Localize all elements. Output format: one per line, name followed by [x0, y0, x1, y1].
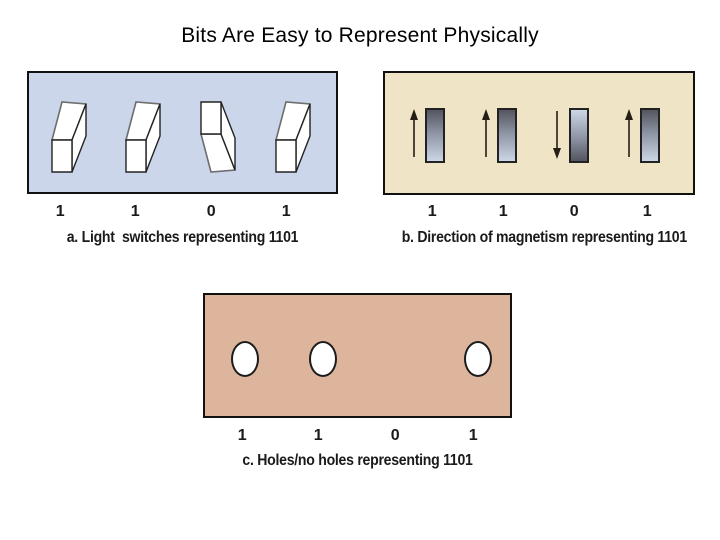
bit-label: 0: [390, 427, 400, 444]
light-switch-up-icon: [124, 101, 162, 173]
bit-label: 0: [206, 203, 216, 220]
bit-label: 1: [427, 203, 437, 220]
light-switch-up-icon: [274, 101, 312, 173]
bit-label: 1: [55, 203, 65, 220]
light-switches-panel: [27, 71, 338, 194]
bit-label: 1: [281, 203, 291, 220]
bit-label: 0: [569, 203, 579, 220]
hole-icon: [309, 341, 337, 377]
hole-icon: [464, 341, 492, 377]
light-switch-up-icon: [50, 101, 88, 173]
bit-label: 1: [498, 203, 508, 220]
up-arrow-icon: [482, 109, 490, 157]
slide-title: Bits Are Easy to Represent Physically: [181, 24, 539, 47]
bit-label: 1: [313, 427, 323, 444]
caption-magnetism: b. Direction of magnetism representing 1…: [401, 229, 687, 246]
hole-icon: [231, 341, 259, 377]
magnet-bar: [425, 108, 445, 163]
bit-label: 1: [237, 427, 247, 444]
up-arrow-icon: [625, 109, 633, 157]
bit-label: 1: [468, 427, 478, 444]
magnet-bar: [569, 108, 589, 163]
caption-holes: c. Holes/no holes representing 1101: [242, 452, 473, 469]
bit-label: 1: [642, 203, 652, 220]
down-arrow-icon: [553, 111, 561, 159]
bit-label: 1: [130, 203, 140, 220]
holes-panel: [203, 293, 512, 418]
magnet-bar: [497, 108, 517, 163]
light-switch-down-icon: [199, 101, 237, 173]
magnet-bar: [640, 108, 660, 163]
up-arrow-icon: [410, 109, 418, 157]
caption-light-switches: a. Light switches representing 1101: [66, 229, 299, 246]
magnetism-panel: [383, 71, 695, 195]
